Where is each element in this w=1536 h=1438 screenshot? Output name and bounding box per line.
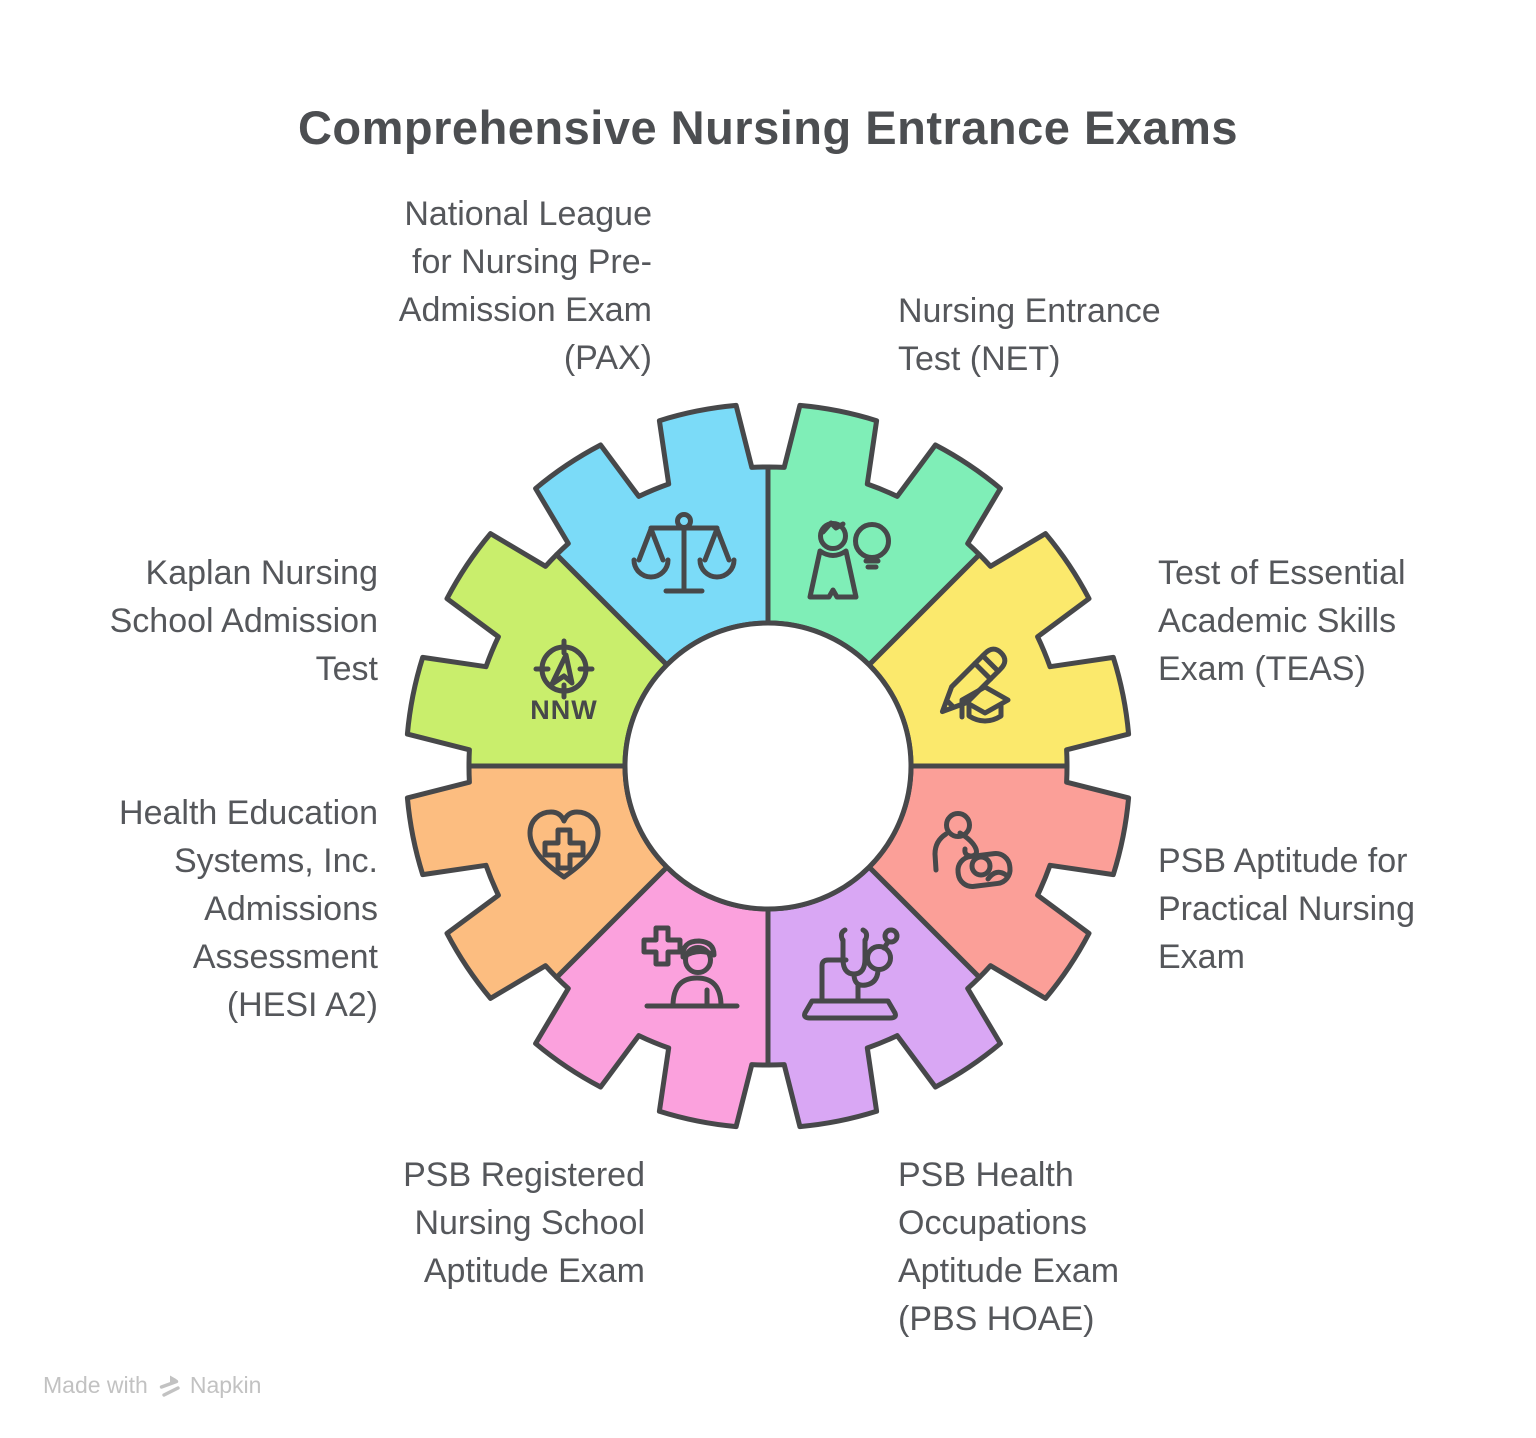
person-lightbulb-icon bbox=[807, 520, 891, 600]
made-with-napkin-credit: Made with Napkin bbox=[43, 1372, 261, 1399]
caregiver-icon bbox=[932, 811, 1013, 889]
label-kaplan: Kaplan Nursing School Admission Test bbox=[109, 554, 378, 688]
compass-icon bbox=[533, 638, 595, 700]
label-psb-hoae: PSB Health Occupations Aptitude Exam (PB… bbox=[898, 1156, 1120, 1338]
made-with-text: Made with bbox=[43, 1372, 148, 1398]
label-pax: National League for Nursing Pre- Admissi… bbox=[398, 195, 652, 377]
label-net: Nursing Entrance Test (NET) bbox=[898, 292, 1161, 378]
brand-text: Napkin bbox=[189, 1372, 262, 1398]
gear-hub bbox=[622, 620, 914, 912]
label-psb-registered: PSB Registered Nursing School Aptitude E… bbox=[403, 1156, 645, 1290]
label-psb-practical: PSB Aptitude for Practical Nursing Exam bbox=[1158, 842, 1415, 976]
pencil-graduation-icon bbox=[939, 646, 1011, 724]
scales-icon bbox=[631, 512, 737, 594]
stethoscope-laptop-icon bbox=[802, 927, 900, 1021]
nurse-desk-icon bbox=[641, 925, 740, 1009]
page-title: Comprehensive Nursing Entrance Exams bbox=[297, 101, 1239, 154]
heart-cross-icon bbox=[527, 809, 601, 880]
compass-direction-label: NNW bbox=[530, 695, 597, 725]
label-teas: Test of Essential Academic Skills Exam (… bbox=[1158, 554, 1406, 688]
label-hesi: Health Education Systems, Inc. Admission… bbox=[119, 794, 378, 1024]
napkin-logo-icon bbox=[159, 1375, 180, 1397]
